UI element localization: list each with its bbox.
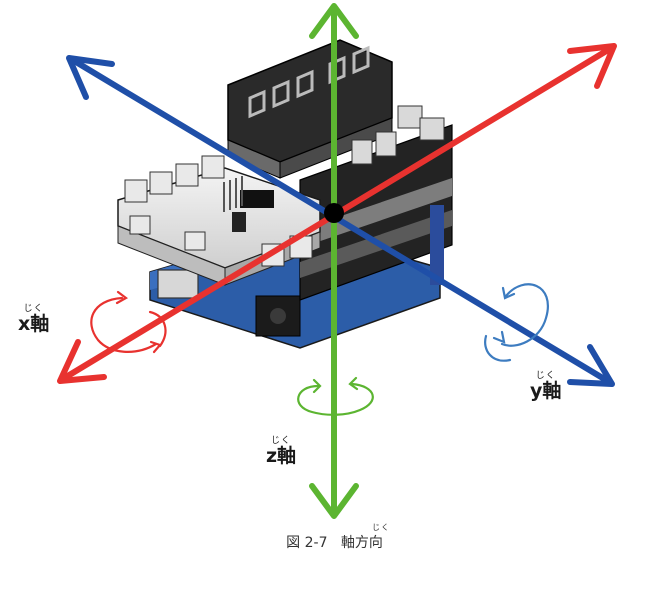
- y-rotation-arrow: [484, 283, 549, 362]
- y-axis-ruby: じく: [535, 371, 556, 381]
- y-axis-label: じく y軸: [530, 372, 561, 401]
- usb-connector: [157, 269, 199, 299]
- x-rotation-arrow: [90, 290, 167, 354]
- y-axis-arrow: [66, 55, 615, 387]
- z-axis-label: じく z軸: [266, 437, 296, 466]
- x-axis-label: じく x軸: [18, 305, 49, 334]
- circuit-board-stack-illustration: [117, 39, 453, 349]
- z-axis-arrow: [309, 3, 359, 519]
- origin-point: [324, 203, 344, 223]
- z-axis-text: z軸: [266, 445, 297, 467]
- figure-caption: じく 図 2-7 軸方向: [0, 523, 669, 552]
- caption-ruby: じく: [372, 523, 390, 532]
- z-rotation-arrow: [297, 376, 374, 416]
- caption-text: 軸方向: [340, 535, 383, 551]
- caption-number: 図 2-7: [286, 535, 328, 551]
- y-axis-text: y軸: [530, 380, 562, 402]
- ic-chip: [240, 190, 274, 208]
- x-axis-text: x軸: [18, 313, 50, 335]
- z-axis-ruby: じく: [271, 436, 292, 446]
- x-axis-ruby: じく: [23, 304, 44, 314]
